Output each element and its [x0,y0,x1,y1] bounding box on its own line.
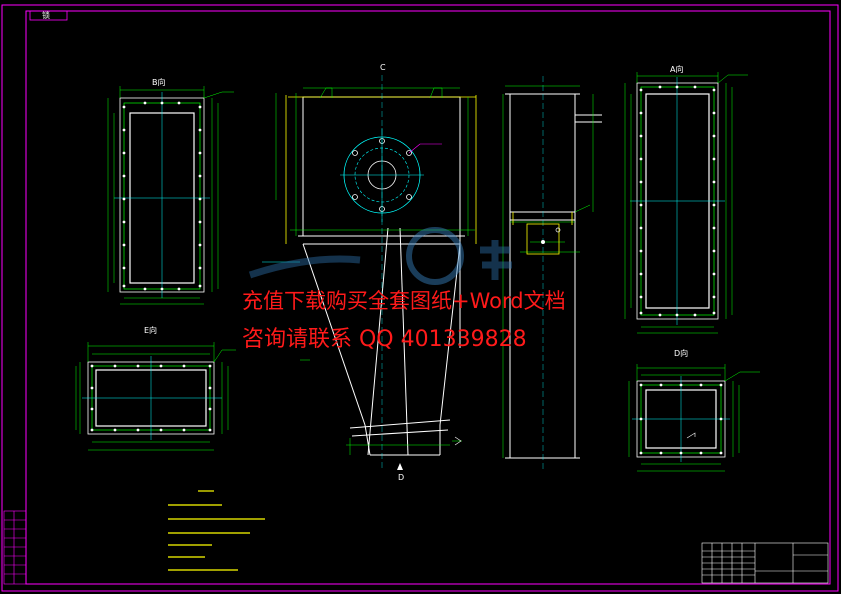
watermark-logo [248,227,512,285]
main-elevation [262,75,477,470]
outer-frame [1,4,839,592]
top-tag-label: 锁 [42,11,50,20]
left-title-strip [3,510,27,585]
e-view [75,342,236,451]
inner-frame [25,10,831,585]
watermark-line-1: 充值下载购买全套图纸+Word文档 [242,289,566,313]
b-view [107,86,234,305]
side-elevation [502,76,602,470]
top-tag-box [29,10,68,21]
b-view-label: B向 [152,78,166,87]
a-view-label: A向 [670,65,684,74]
d-marker-label: D [398,473,405,482]
d-view [628,364,760,472]
watermark-line-2: 咨询请联系 QQ 401339828 [242,327,527,352]
d-view-label: D向 [674,349,689,358]
technical-notes [168,490,265,571]
c-marker-label: C [380,63,386,72]
a-view [624,72,748,334]
e-view-label: E向 [144,326,158,335]
title-block [701,542,829,584]
